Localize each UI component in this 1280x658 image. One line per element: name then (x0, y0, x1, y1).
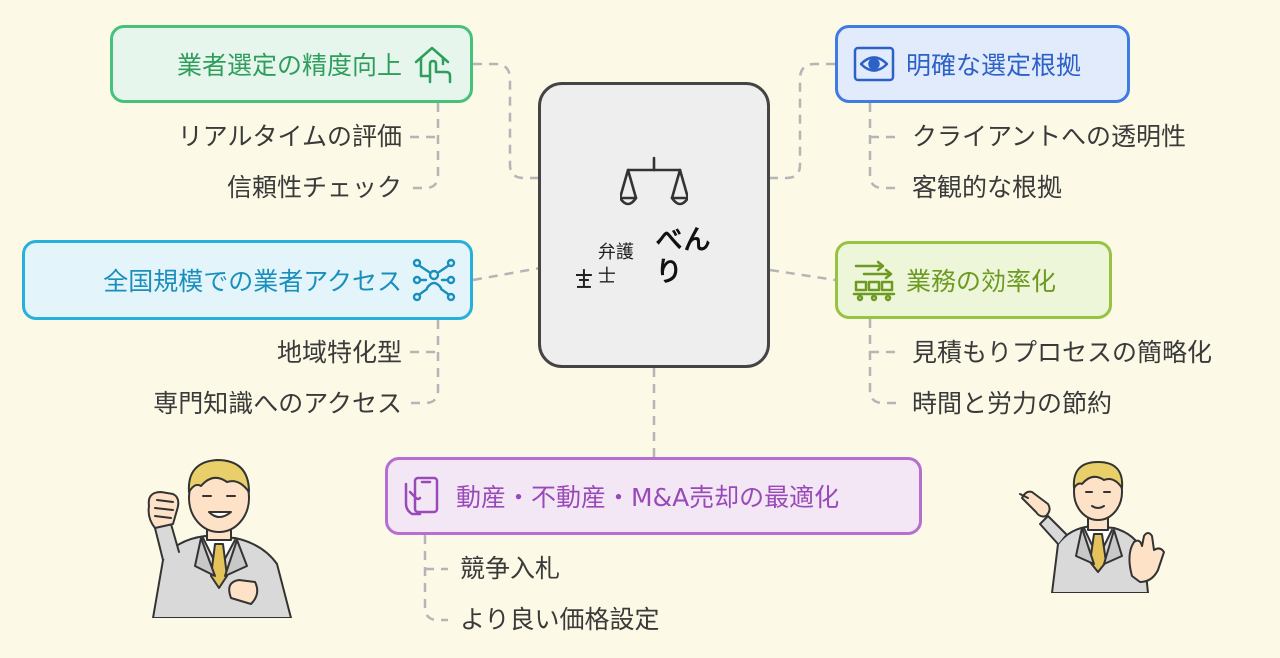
node-clear-basis: 明確な選定根拠 (835, 25, 1130, 103)
sub-realtime-evaluation: リアルタイムの評価 (177, 122, 402, 151)
eye-icon (853, 46, 895, 82)
sub-objective-basis: 客観的な根拠 (912, 173, 1063, 202)
node-nationwide-access: 全国規模での業者アクセス (22, 240, 473, 320)
sub-reliability-check: 信頼性チェック (226, 173, 402, 202)
sub-regional-specialization: 地域特化型 (276, 338, 402, 367)
network-people-icon (412, 258, 456, 302)
sub-competitive-bidding: 競争入札 (460, 554, 561, 583)
node-label: 業務の効率化 (906, 267, 1057, 296)
conveyor-icon (852, 260, 896, 302)
node-label: 動産・不動産・M&A売却の最適化 (456, 483, 840, 512)
businessman-fist-illustration (147, 459, 292, 618)
node-label: 全国規模での業者アクセス (103, 267, 402, 296)
sub-client-transparency: クライアントへの透明性 (912, 122, 1187, 151)
sub-quote-simplification: 見積もりプロセスの簡略化 (912, 338, 1213, 367)
hand-phone-icon (404, 476, 439, 516)
logo-big-text: べんり (655, 225, 712, 288)
node-label: 業者選定の精度向上 (176, 51, 402, 80)
logo-mark-icon (575, 269, 592, 288)
node-work-efficiency: 業務の効率化 (835, 241, 1112, 319)
sub-expert-access: 専門知識へのアクセス (153, 389, 402, 418)
house-hand-icon (414, 46, 452, 84)
bengoshi-benri-logo: 弁護士 べんり (574, 225, 739, 289)
center-card (538, 82, 770, 368)
businessman-pointing-illustration (1019, 461, 1165, 593)
logo-small-text: 弁護士 (597, 242, 634, 287)
node-selection-accuracy: 業者選定の精度向上 (110, 25, 473, 103)
sub-better-pricing: より良い価格設定 (460, 605, 660, 634)
node-sale-optimization: 動産・不動産・M&A売却の最適化 (385, 457, 922, 535)
node-label: 明確な選定根拠 (906, 51, 1082, 80)
balance-scale-icon (620, 156, 688, 206)
sub-time-saving: 時間と労力の節約 (912, 389, 1113, 418)
